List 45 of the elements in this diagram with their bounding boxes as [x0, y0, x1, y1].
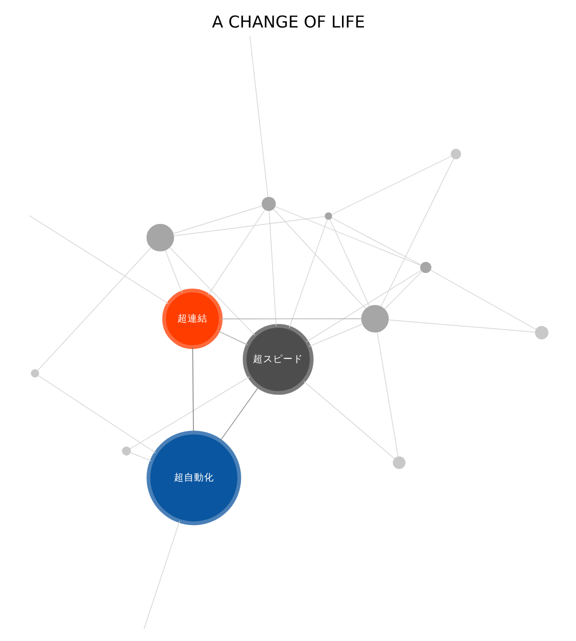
connector — [172, 206, 262, 234]
node-circle — [450, 148, 461, 160]
connector — [168, 247, 255, 336]
connector — [384, 271, 422, 310]
node-circle — [146, 224, 174, 252]
node-circle: 超自動化 — [146, 430, 241, 526]
connector — [220, 318, 362, 320]
diagram-title: A CHANGE OF LIFE — [211, 12, 365, 32]
connector — [207, 209, 265, 296]
connector — [219, 386, 258, 442]
connector — [288, 218, 328, 328]
connector — [380, 158, 454, 308]
node-circle — [392, 456, 405, 469]
connector — [308, 324, 362, 347]
node-circle: 超スピード — [242, 324, 314, 395]
connector — [330, 156, 452, 215]
connector — [376, 332, 398, 457]
connector — [329, 218, 370, 307]
connector — [129, 376, 250, 450]
connector — [36, 247, 151, 371]
connector — [306, 270, 422, 342]
connector — [129, 452, 152, 462]
connector — [272, 208, 366, 310]
connector — [268, 210, 276, 326]
node-circle — [121, 446, 130, 456]
connector — [192, 346, 194, 433]
connector — [143, 520, 180, 630]
connector — [172, 216, 325, 236]
connector — [28, 215, 168, 304]
node-circle: 超連結 — [162, 288, 222, 349]
connector — [164, 250, 182, 293]
node-circle — [360, 305, 388, 333]
connector — [217, 330, 248, 346]
node-circle — [324, 212, 332, 220]
connector — [388, 320, 536, 332]
connector — [248, 35, 268, 198]
node-circle — [30, 369, 39, 378]
node-circle — [420, 262, 431, 274]
connector — [302, 380, 394, 460]
connector — [37, 375, 156, 454]
connector — [330, 217, 421, 266]
node-circle — [534, 326, 548, 340]
node-circle — [261, 196, 276, 211]
connector — [430, 270, 536, 330]
connector — [274, 206, 421, 266]
